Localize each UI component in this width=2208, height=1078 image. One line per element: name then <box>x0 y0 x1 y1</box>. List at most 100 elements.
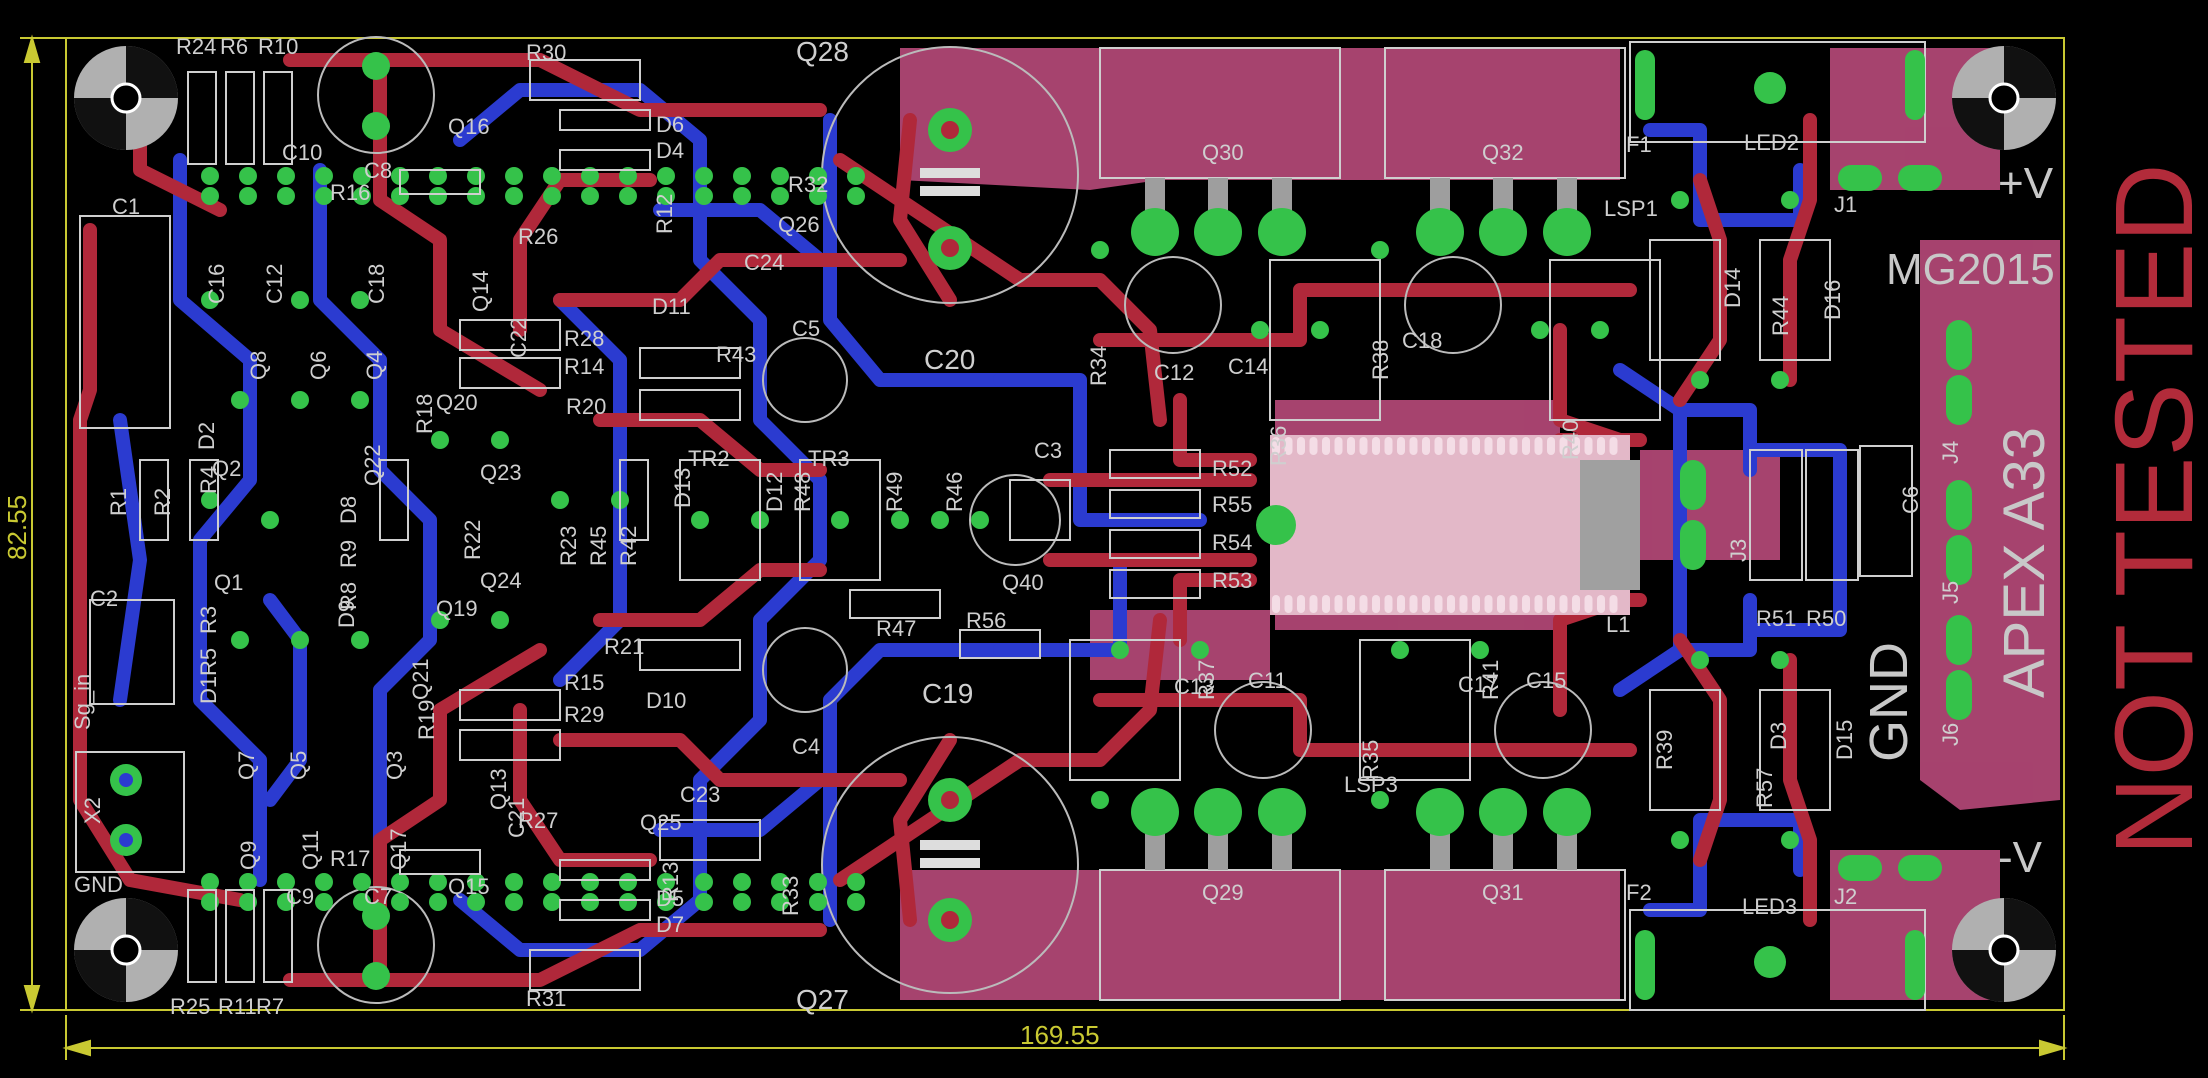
pad <box>543 187 561 205</box>
label-d9: D9 <box>334 599 359 628</box>
pad <box>353 167 371 185</box>
pad <box>891 511 909 529</box>
label-d4: D4 <box>656 138 685 163</box>
pad <box>809 167 827 185</box>
label-q24: Q24 <box>480 568 522 593</box>
pad <box>201 291 219 309</box>
board-name: MG2015 <box>1886 245 2055 294</box>
label-r43: R43 <box>716 342 757 367</box>
ic-pin <box>1434 595 1443 613</box>
pad <box>1591 321 1609 339</box>
label-c7: C7 <box>364 884 393 909</box>
label-c24: C24 <box>744 250 785 275</box>
label-f1: F1 <box>1626 132 1652 157</box>
mounting-hole-bl <box>74 898 178 1002</box>
pad <box>931 511 949 529</box>
ic-pin <box>1347 437 1355 455</box>
label-r36: R36 <box>1266 425 1291 466</box>
pad <box>543 893 561 911</box>
part-outline <box>459 689 561 721</box>
pad <box>1371 791 1389 809</box>
label-r39: R39 <box>1652 729 1677 770</box>
label-c20: C20 <box>924 344 976 375</box>
pad <box>809 873 827 891</box>
pad <box>543 167 561 185</box>
label-r34: R34 <box>1086 345 1111 386</box>
label-q25: Q25 <box>640 810 682 835</box>
label-q40: Q40 <box>1002 570 1044 595</box>
label-f2: F2 <box>1626 880 1652 905</box>
label-q1: Q1 <box>214 570 244 595</box>
pad <box>691 511 709 529</box>
pad <box>1691 371 1709 389</box>
label-r51: R51 <box>1756 606 1797 631</box>
pad <box>1471 641 1489 659</box>
label-r40: R40 <box>1558 419 1583 460</box>
pad <box>291 631 309 649</box>
pad <box>1781 191 1799 209</box>
part-outline <box>1069 639 1181 781</box>
label-q30: Q30 <box>1202 140 1244 165</box>
part-outline <box>679 459 761 581</box>
label-d8: D8 <box>336 495 361 524</box>
pad <box>771 167 789 185</box>
label-r32: R32 <box>788 172 829 197</box>
pad <box>1251 321 1269 339</box>
ic-pin <box>1509 595 1518 613</box>
pad <box>277 893 295 911</box>
part-outline <box>559 859 651 881</box>
label-led2: LED2 <box>1744 130 1800 155</box>
part-outline <box>399 849 481 875</box>
pad <box>695 167 713 185</box>
part-outline <box>1759 689 1831 811</box>
ic-pin <box>1372 595 1380 613</box>
label-r33: R33 <box>778 875 803 916</box>
ic-pin <box>1447 595 1455 613</box>
label-c16: C16 <box>204 263 229 304</box>
pad <box>619 893 637 911</box>
label-r46: R46 <box>942 471 967 512</box>
pad <box>581 187 599 205</box>
label-c19: C19 <box>922 678 974 709</box>
part-outline <box>89 599 175 705</box>
label-r53: R53 <box>1212 568 1253 593</box>
part-outline <box>189 459 219 541</box>
part-outline <box>263 889 293 983</box>
ic-pin <box>1472 437 1480 455</box>
pad <box>619 187 637 205</box>
ic-pin <box>1347 595 1355 613</box>
label-r3: R3 <box>196 605 221 634</box>
ic-pin <box>1459 595 1468 613</box>
ic-pin <box>1447 437 1455 455</box>
part-outline <box>659 819 761 861</box>
label-r23: R23 <box>556 525 581 566</box>
pad <box>733 167 751 185</box>
part-outline <box>225 889 255 983</box>
part-outline <box>559 109 651 131</box>
part-outline <box>639 347 741 379</box>
part-outline <box>639 389 741 421</box>
label-q16: Q16 <box>448 114 490 139</box>
ic-pin <box>1272 437 1280 455</box>
label-r30: R30 <box>526 40 567 65</box>
part-outline <box>1805 449 1859 581</box>
pad <box>277 873 295 891</box>
part-outline <box>1749 449 1803 581</box>
ic-pin <box>1509 437 1518 455</box>
label-r9: R9 <box>336 539 361 568</box>
label-q5: Q5 <box>286 750 311 780</box>
part-outline <box>799 459 881 581</box>
label-r26: R26 <box>518 224 559 249</box>
pad <box>353 187 371 205</box>
label-r47: R47 <box>876 616 917 641</box>
part-outline <box>559 149 651 171</box>
pad <box>1781 831 1799 849</box>
pad <box>1691 651 1709 669</box>
part-outline <box>187 889 217 983</box>
pad <box>847 873 865 891</box>
dimension-height-value: 82.55 <box>2 494 32 560</box>
pad <box>695 187 713 205</box>
ic-pin <box>1384 437 1393 455</box>
power-transistor-pads <box>1131 208 1591 836</box>
